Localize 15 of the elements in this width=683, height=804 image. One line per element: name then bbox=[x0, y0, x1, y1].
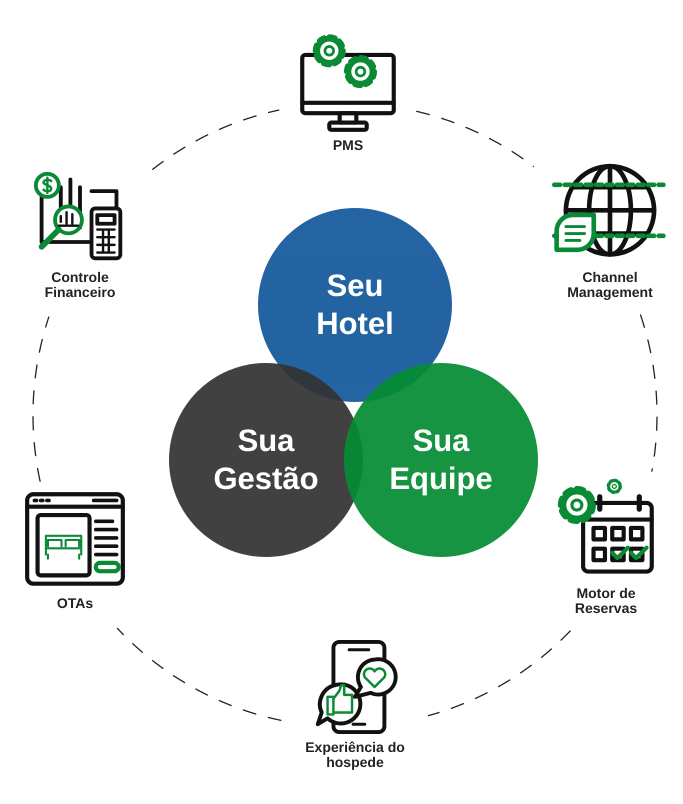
circle-label: Seu Hotel bbox=[315, 267, 395, 343]
dashed-connector bbox=[32, 316, 50, 482]
dashed-connector bbox=[640, 314, 658, 472]
item-label: Controle Financeiro bbox=[44, 270, 116, 300]
dashed-connector bbox=[152, 109, 280, 170]
dashed-connector bbox=[428, 630, 571, 716]
circle-label: Sua Equipe bbox=[388, 422, 494, 498]
dashed-connector bbox=[116, 628, 282, 722]
item-label: Channel Management bbox=[566, 270, 654, 300]
item-label: PMS bbox=[332, 138, 364, 153]
item-label: Motor de Reservas bbox=[574, 586, 638, 616]
item-label: OTAs bbox=[56, 596, 94, 611]
dashed-connector bbox=[416, 110, 534, 168]
circle-label: Sua Gestão bbox=[212, 422, 320, 498]
item-label: Experiência do hospede bbox=[305, 740, 405, 770]
